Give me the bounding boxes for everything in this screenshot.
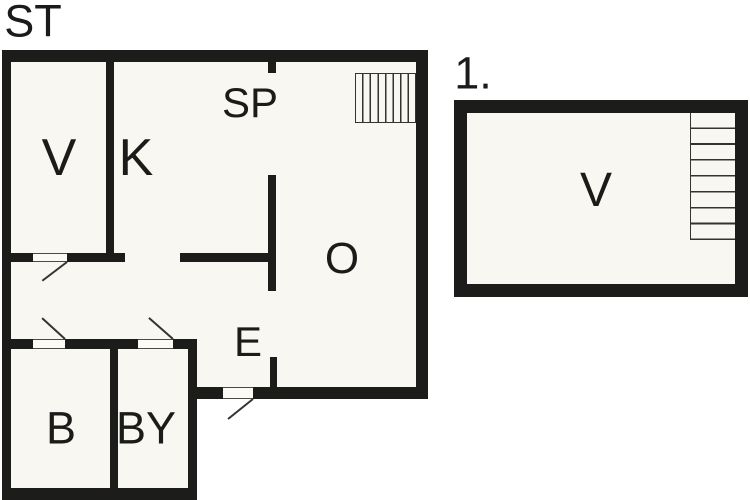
wall-e-stub (270, 357, 277, 387)
wall-by-right (188, 342, 197, 500)
staircase-first (690, 113, 735, 240)
room-label-k: K (118, 129, 154, 187)
floor-area-left-wing (2, 50, 197, 500)
wall-outer-bottom-right (253, 387, 428, 399)
wall-hall-seg2 (67, 253, 125, 262)
door-swing-entrance (227, 398, 254, 420)
room-label-o: O (324, 234, 360, 283)
door-opening-b (33, 339, 65, 349)
wall-outer-left (2, 50, 11, 500)
staircase-ground (355, 73, 416, 123)
wall-hall-seg3 (180, 253, 268, 262)
room-label-b: B (45, 402, 77, 454)
wall-outer-right (416, 50, 428, 399)
wall-b-by-divider (110, 349, 118, 488)
wall-o-left (268, 175, 276, 291)
door-opening-hall (33, 253, 67, 262)
wall-b-top-seg2 (65, 339, 138, 349)
room-label-v: V (41, 129, 77, 187)
wall-by-top-seg (173, 339, 197, 349)
room-label-v-first: V (579, 164, 613, 217)
room-label-by: BY (115, 402, 177, 454)
wall-outer-bottom-left (2, 488, 197, 500)
room-label-e: E (233, 318, 263, 365)
wall-sp-stub (268, 62, 276, 73)
wall-v-k-divider (106, 62, 114, 262)
wall-b-top-seg1 (11, 339, 33, 349)
door-opening-by (138, 339, 173, 349)
ground-floor-title: ST (4, 0, 62, 47)
room-label-sp: SP (221, 79, 279, 126)
door-opening-entrance (223, 387, 253, 399)
wall-hall-seg1 (11, 253, 33, 262)
wall-outer-top (2, 50, 428, 62)
first-floor-title: 1. (454, 47, 492, 99)
